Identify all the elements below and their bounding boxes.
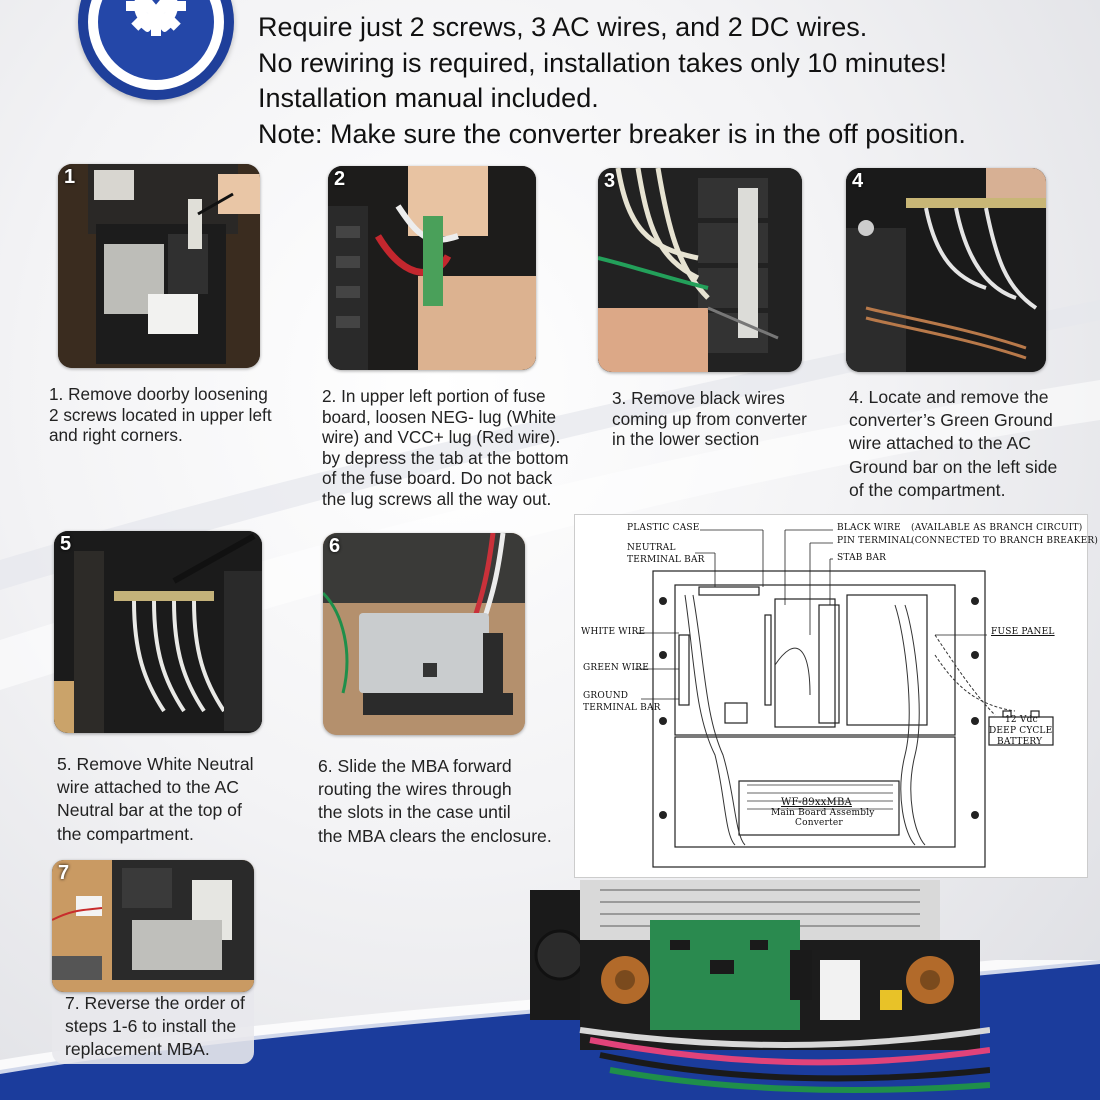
intro-text: Require just 2 screws, 3 AC wires, and 2… [258,10,1078,152]
label-mba-1: WF-89xxMBA [781,797,852,808]
label-connected: (CONNECTED TO BRANCH BREAKER) [911,536,1099,546]
step-number: 1 [64,166,76,188]
step-number: 7 [58,862,70,884]
step-3-photo: 3 [598,168,802,372]
label-ground-1: GROUND [583,691,629,701]
intro-line-2: No rewiring is required, installation ta… [258,47,947,78]
brand-logo [78,0,234,100]
step-4-photo: 4 [846,168,1046,372]
step-number: 4 [852,170,864,192]
wrench-gear-icon [126,0,186,36]
step-number: 6 [329,535,341,557]
step-7-photo: 7 [52,860,254,992]
label-plastic-case: PLASTIC CASE [627,523,700,533]
label-battery-3: BATTERY [997,737,1043,747]
label-battery-1: 12 Vdc [1005,715,1038,725]
label-mba-3: Converter [795,818,843,828]
label-ground-2: TERMINAL BAR [583,703,661,713]
wiring-diagram: PLASTIC CASE NEUTRAL TERMINAL BAR BLACK … [574,514,1098,878]
step-6-photo: 6 [323,533,525,735]
label-stab-bar: STAB BAR [837,553,887,563]
label-black-wire: BLACK WIRE [837,523,901,533]
step-1-photo: 1 [58,164,260,368]
label-pin-terminal: PIN TERMINAL [837,536,913,546]
label-battery-2: DEEP CYCLE [989,726,1053,736]
label-neutral-1: NEUTRAL [627,543,676,553]
converter-board-image [530,880,990,1093]
intro-line-3: Installation manual included. [258,83,599,113]
label-available: (AVAILABLE AS BRANCH CIRCUIT) [911,523,1083,533]
step-number: 2 [334,168,346,190]
label-fuse-panel: FUSE PANEL [991,627,1055,637]
step-2-photo: 2 [328,166,536,370]
label-white-wire: WHITE WIRE [581,627,646,637]
step-number: 5 [60,533,72,555]
intro-line-4: Note: Make sure the converter breaker is… [258,118,966,149]
step-number: 3 [604,170,616,192]
step-5-photo: 5 [54,531,262,733]
label-green-wire: GREEN WIRE [583,663,649,673]
intro-line-1: Require just 2 screws, 3 AC wires, and 2… [258,12,868,42]
label-mba-2: Main Board Assembly [771,808,875,818]
label-neutral-2: TERMINAL BAR [627,555,705,565]
